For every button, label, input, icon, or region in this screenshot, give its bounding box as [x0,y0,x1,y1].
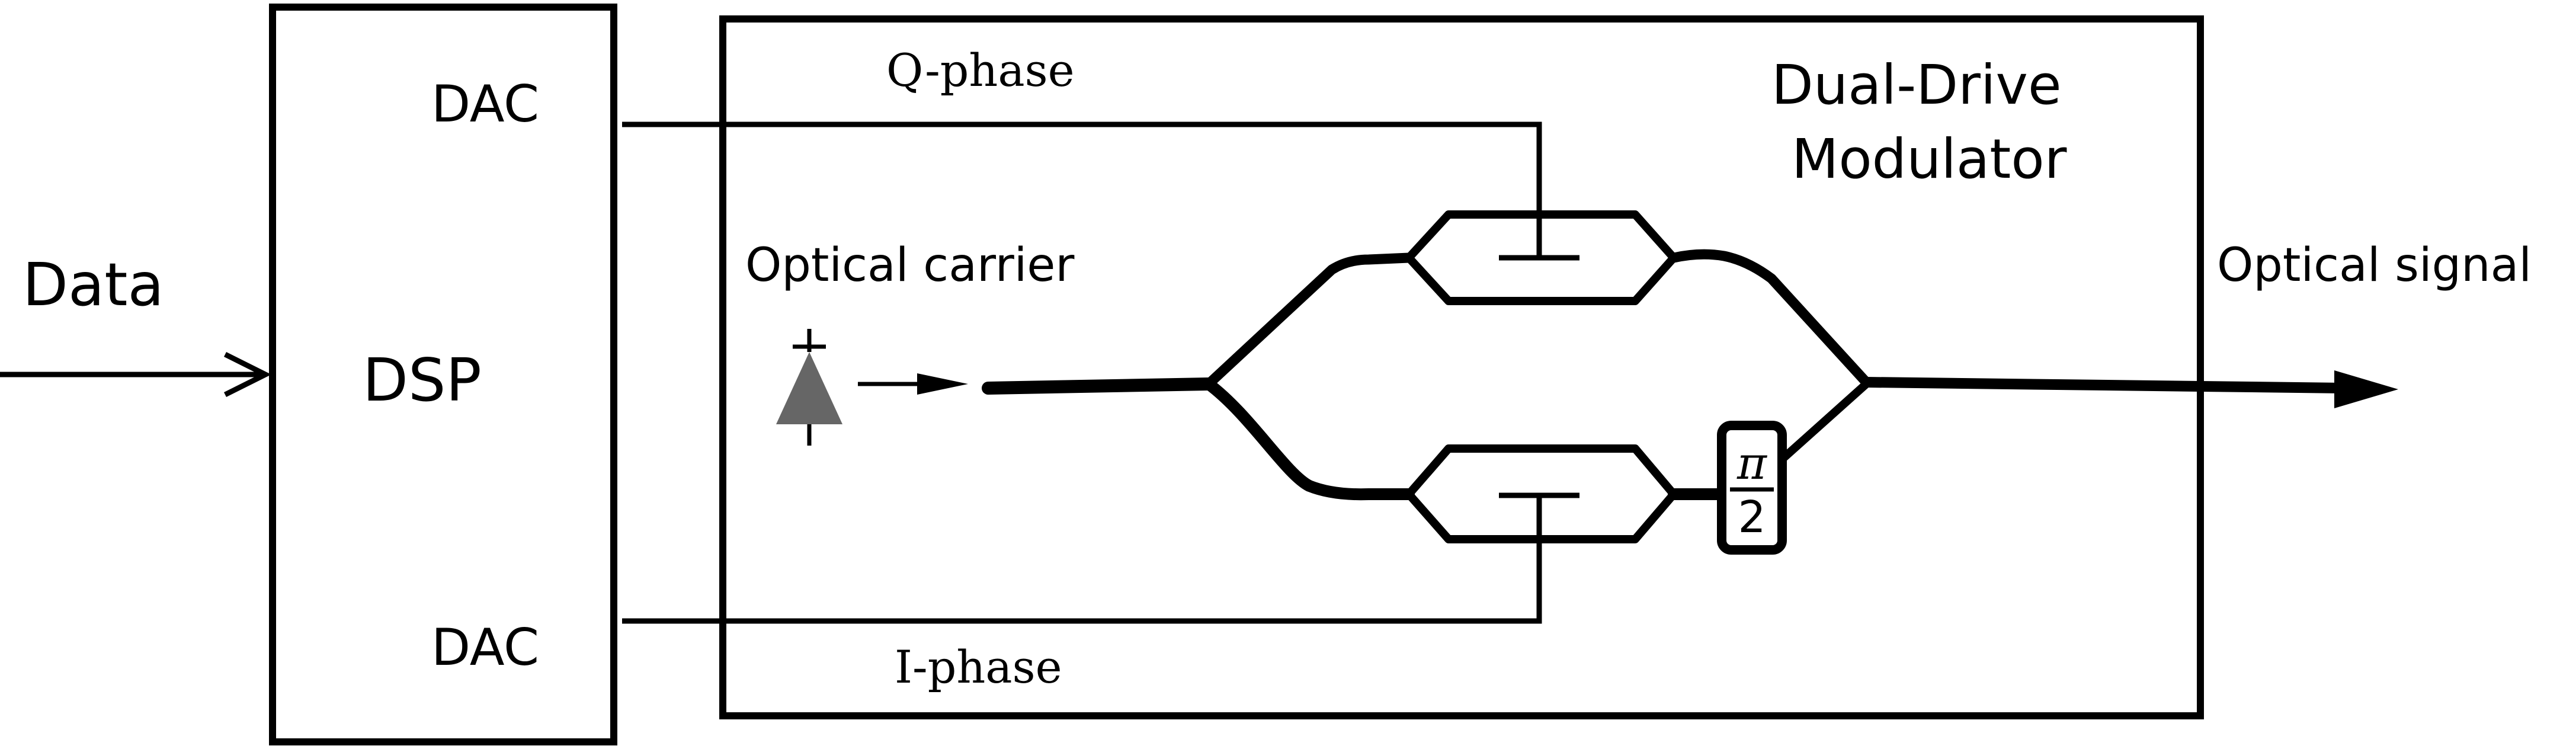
pi-symbol: π [1736,437,1768,489]
mach-zehnder-waveguides [982,210,2351,543]
dac-bottom-label: DAC [431,618,539,677]
modulator-box [719,15,2204,719]
optical-carrier-label: Optical carrier [745,239,1075,292]
data-label: Data [23,250,164,319]
optical-signal-label: Optical signal [2217,239,2532,292]
dsp-label: DSP [363,345,482,415]
i-phase-drive-line [622,495,1542,624]
pi-denominator: 2 [1738,492,1766,543]
q-phase-drive-line [622,121,1542,258]
modulator-title-line2: Modulator [1792,127,2067,191]
i-phase-label: I-phase [895,641,1062,693]
carrier-arrow [858,373,968,395]
laser-diode-icon [776,329,842,446]
phase-shifter-block [1717,421,1787,555]
modulator-title-line1: Dual-Drive [1771,53,2062,117]
dsp-box [269,4,617,745]
data-input-arrow [0,351,272,398]
dac-top-label: DAC [431,75,539,134]
output-arrowhead [2334,370,2398,408]
q-phase-label: Q-phase [886,44,1075,97]
